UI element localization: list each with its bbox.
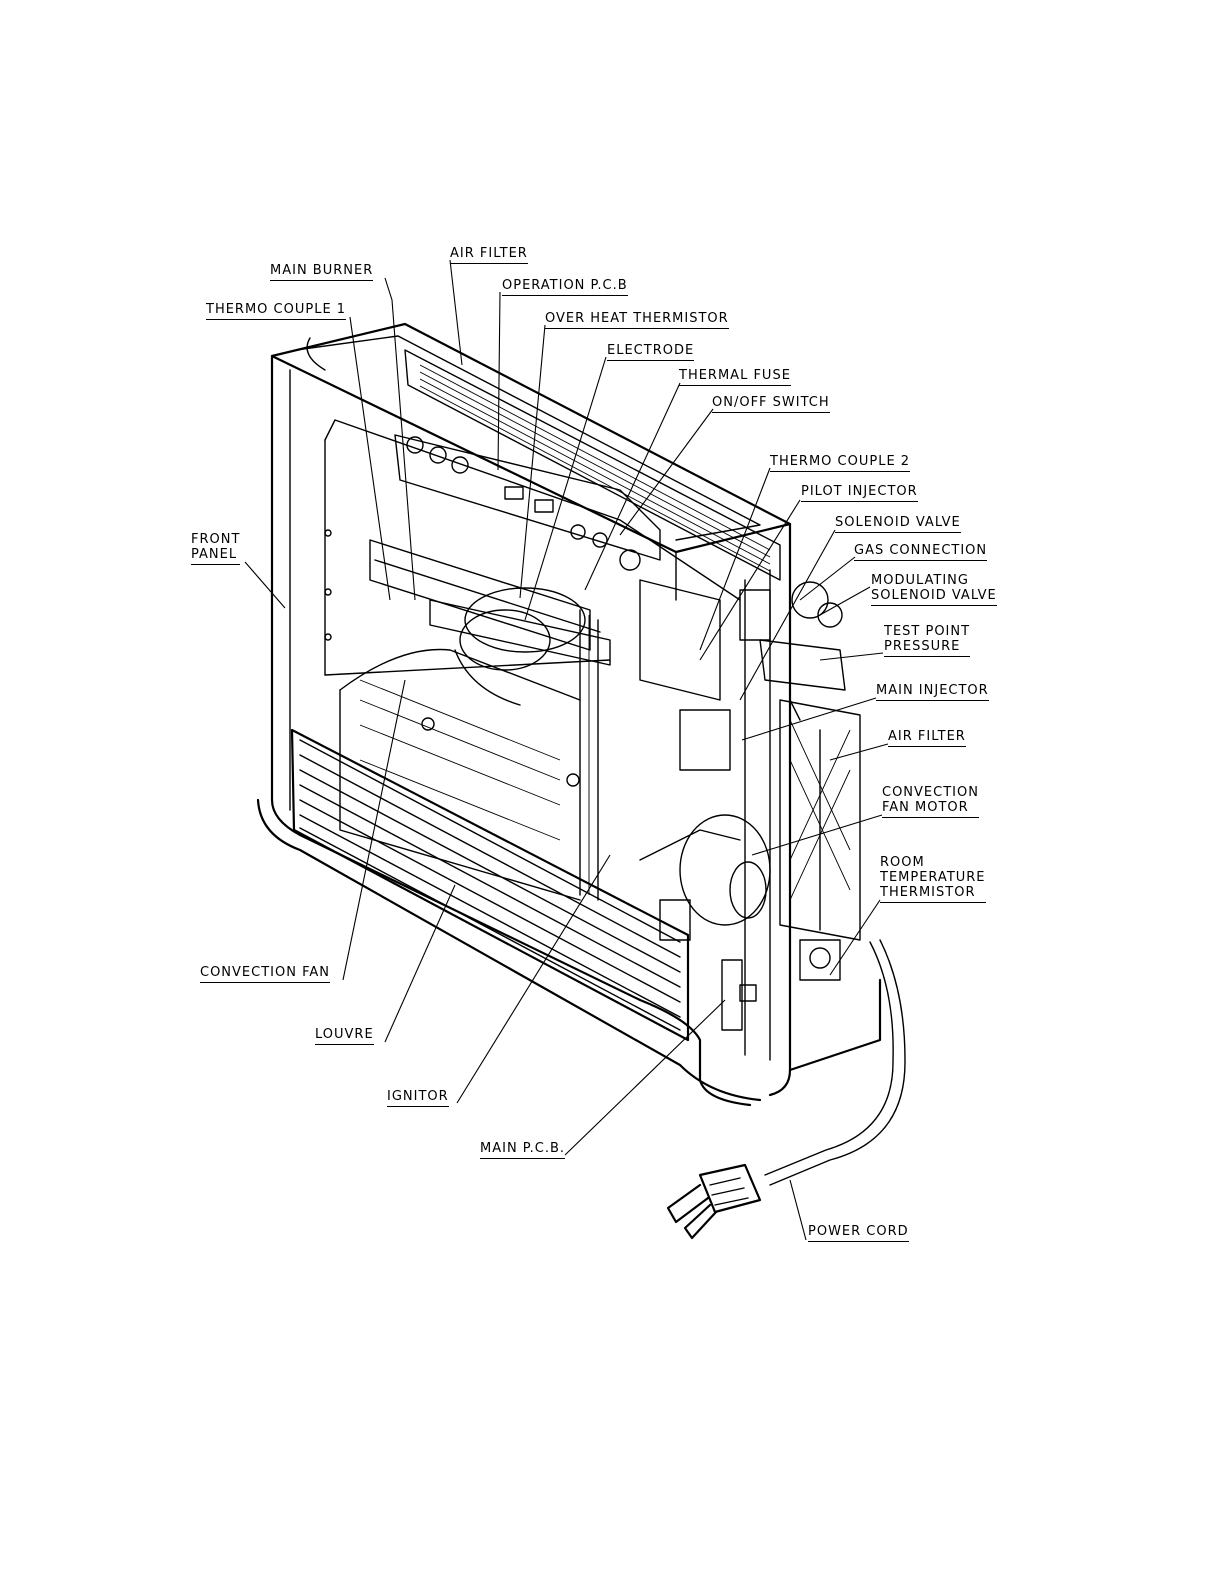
label-louvre: LOUVRE xyxy=(315,1027,374,1045)
label-test-point-line-1: TEST POINT xyxy=(884,624,971,639)
label-front-panel: FRONT PANEL xyxy=(191,532,241,565)
operation-pcb-drawing xyxy=(394,434,661,571)
label-modulating-line-2: SOLENOID VALVE xyxy=(871,588,997,606)
fan-motor-drawing xyxy=(639,814,771,941)
cabinet-outline xyxy=(256,322,882,1107)
label-ignitor: IGNITOR xyxy=(387,1089,449,1107)
label-room-line-2: TEMPERATURE xyxy=(880,870,986,885)
room-thermistor-drawing xyxy=(799,939,841,981)
valve-assembly xyxy=(639,579,846,771)
label-electrode: ELECTRODE xyxy=(607,343,695,361)
label-power-cord: POWER CORD xyxy=(808,1224,909,1242)
label-convection-fan: CONVECTION FAN xyxy=(200,965,330,983)
label-modulating-line-1: MODULATING xyxy=(871,573,969,588)
air-filter-top-drawing xyxy=(404,349,781,581)
ignitor-drawing xyxy=(579,609,599,901)
louvre-drawing xyxy=(290,728,690,1042)
label-fan-motor-line-1: CONVECTION xyxy=(882,785,979,800)
label-thermo-couple-2: THERMO COUPLE 2 xyxy=(770,454,911,472)
burner-assembly xyxy=(369,539,611,706)
label-over-heat-thermistor: OVER HEAT THERMISTOR xyxy=(545,311,729,329)
label-front-panel-line-1: FRONT xyxy=(191,532,241,547)
label-solenoid-valve: SOLENOID VALVE xyxy=(835,515,961,533)
convection-fan-drawing xyxy=(339,648,581,901)
label-air-filter-top: AIR FILTER xyxy=(450,246,528,264)
label-room-line-3: THERMISTOR xyxy=(880,885,986,903)
label-operation-pcb: OPERATION P.C.B xyxy=(502,278,628,296)
label-fan-motor-line-2: FAN MOTOR xyxy=(882,800,979,818)
power-cord-drawing xyxy=(666,939,906,1240)
label-room-temperature-thermistor: ROOM TEMPERATURE THERMISTOR xyxy=(880,855,986,903)
label-main-pcb: MAIN P.C.B. xyxy=(480,1141,566,1159)
label-thermal-fuse: THERMAL FUSE xyxy=(679,368,791,386)
label-main-burner: MAIN BURNER xyxy=(270,263,374,281)
main-pcb-drawing xyxy=(721,959,757,1031)
label-gas-connection: GAS CONNECTION xyxy=(854,543,988,561)
label-room-line-1: ROOM xyxy=(880,855,925,870)
label-test-point-line-2: PRESSURE xyxy=(884,639,971,657)
label-air-filter-side: AIR FILTER xyxy=(888,729,966,747)
label-on-off-switch: ON/OFF SWITCH xyxy=(712,395,830,413)
label-pilot-injector: PILOT INJECTOR xyxy=(801,484,918,502)
air-filter-side-drawing xyxy=(779,699,861,941)
label-test-point-pressure: TEST POINT PRESSURE xyxy=(884,624,971,657)
label-convection-fan-motor: CONVECTION FAN MOTOR xyxy=(882,785,979,818)
label-front-panel-line-2: PANEL xyxy=(191,547,241,565)
label-modulating-solenoid-valve: MODULATING SOLENOID VALVE xyxy=(871,573,997,606)
leader-lines xyxy=(244,259,889,1241)
label-main-injector: MAIN INJECTOR xyxy=(876,683,989,701)
label-thermo-couple-1: THERMO COUPLE 1 xyxy=(206,302,347,320)
inner-frame xyxy=(324,419,741,676)
